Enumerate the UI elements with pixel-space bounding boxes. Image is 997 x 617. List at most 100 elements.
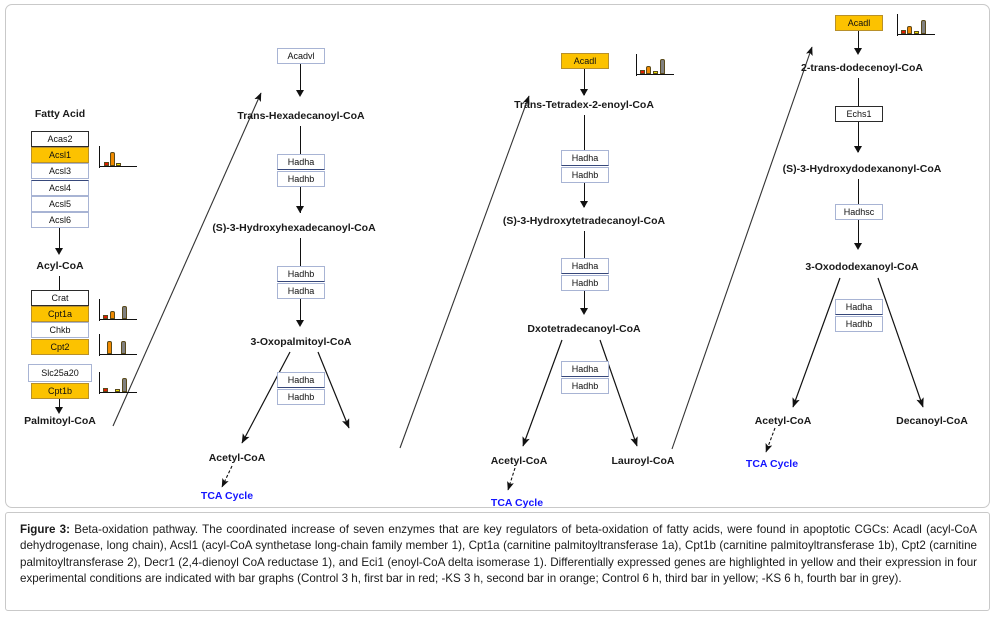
bar-control-6h bbox=[914, 31, 919, 34]
connector-c3-e2-m3 bbox=[584, 291, 586, 313]
barchart-axis-vertical bbox=[897, 14, 899, 36]
enzyme-c2-hadhb-1[interactable]: Hadhb bbox=[277, 171, 325, 187]
arrow-c4-e1-m2 bbox=[854, 146, 862, 153]
enzyme-c2-hadha-3[interactable]: Hadha bbox=[277, 372, 325, 388]
enzyme-c3-hadha-3[interactable]: Hadha bbox=[561, 361, 609, 377]
enzyme-c4-hadhsc[interactable]: Hadhsc bbox=[835, 204, 883, 220]
enzyme-acsl4[interactable]: Acsl4 bbox=[31, 180, 89, 196]
barchart-axis-horizontal bbox=[636, 73, 674, 75]
connector-c2-m1-e1 bbox=[300, 126, 302, 154]
arrow-stack1-to-acylcoa bbox=[55, 248, 63, 255]
bar-ks-3h bbox=[646, 66, 651, 74]
enzyme-c4-hadhb-3[interactable]: Hadhb bbox=[835, 316, 883, 332]
enzyme-c2-hadhb-3[interactable]: Hadhb bbox=[277, 389, 325, 405]
metabolite-s3-hydroxytetradecanoyl-coa: (S)-3-Hydroxytetradecanoyl-CoA bbox=[502, 215, 666, 227]
enzyme-cpt2[interactable]: Cpt2 bbox=[31, 339, 89, 355]
barchart-axis-vertical bbox=[99, 372, 101, 394]
enzyme-acsl3[interactable]: Acsl3 bbox=[31, 163, 89, 179]
barchart-acadl-c4 bbox=[897, 14, 939, 40]
connector-c4-m2-e2 bbox=[858, 179, 860, 204]
bar-ks-6h bbox=[121, 341, 126, 354]
barchart-axis-vertical bbox=[99, 334, 101, 356]
metabolite-acyl-coa: Acyl-CoA bbox=[36, 260, 84, 272]
enzyme-acadl-c3[interactable]: Acadl bbox=[561, 53, 609, 69]
bar-control-6h bbox=[115, 389, 120, 392]
connector-c4-m1-e1 bbox=[858, 78, 860, 106]
barchart-cpt1a bbox=[99, 299, 141, 325]
enzyme-acsl6[interactable]: Acsl6 bbox=[31, 212, 89, 228]
arrow-c4-e2-m3 bbox=[854, 243, 862, 250]
bar-ks-3h bbox=[110, 152, 115, 166]
connector-stack2-to-palmitoyl bbox=[59, 399, 61, 409]
connector-c3-m1-e1 bbox=[584, 115, 586, 150]
connector-c3-m2-e2 bbox=[584, 231, 586, 258]
enzyme-c3-hadhb-1[interactable]: Hadhb bbox=[561, 167, 609, 183]
connector-acylcoa-to-stack2 bbox=[59, 276, 61, 290]
barchart-axis-horizontal bbox=[99, 391, 137, 393]
connector-acadl-c3 bbox=[584, 69, 586, 95]
caption-container: Figure 3: Beta-oxidation pathway. The co… bbox=[5, 512, 990, 611]
arrow-stack2-to-palmitoyl bbox=[55, 407, 63, 414]
connector-acadvl bbox=[300, 64, 302, 94]
enzyme-cpt1a[interactable]: Cpt1a bbox=[31, 306, 89, 322]
metabolite-palmitoyl-coa: Palmitoyl-CoA bbox=[24, 415, 96, 427]
enzyme-c4-hadha-3[interactable]: Hadha bbox=[835, 299, 883, 315]
bar-ks-3h bbox=[110, 311, 115, 319]
tca-cycle-c3[interactable]: TCA Cycle bbox=[490, 497, 544, 509]
connector-c4-e1-m2 bbox=[858, 122, 860, 152]
connector-acadl-c4 bbox=[858, 31, 860, 53]
enzyme-c3-hadha-1[interactable]: Hadha bbox=[561, 150, 609, 166]
arrow-acadl-c4 bbox=[854, 48, 862, 55]
bar-control-3h bbox=[103, 315, 108, 319]
bar-control-6h bbox=[653, 71, 658, 74]
enzyme-acsl5[interactable]: Acsl5 bbox=[31, 196, 89, 212]
enzyme-slc25a20[interactable]: Slc25a20 bbox=[28, 364, 92, 382]
barchart-axis-horizontal bbox=[99, 165, 137, 167]
product-c4-acetyl-coa: Acetyl-CoA bbox=[754, 415, 812, 427]
figure-label: Figure 3: bbox=[20, 523, 70, 536]
bar-ks-6h bbox=[921, 20, 926, 34]
barchart-axis-horizontal bbox=[99, 318, 137, 320]
enzyme-c3-hadha-2[interactable]: Hadha bbox=[561, 258, 609, 274]
metabolite-trans-hexadecanoyl-coa: Trans-Hexadecanoyl-CoA bbox=[237, 110, 365, 122]
enzyme-crat[interactable]: Crat bbox=[31, 290, 89, 306]
bar-ks-3h bbox=[107, 341, 112, 354]
barchart-axis-horizontal bbox=[897, 33, 935, 35]
enzyme-c4-echs1[interactable]: Echs1 bbox=[835, 106, 883, 122]
enzyme-c2-hadha-2[interactable]: Hadha bbox=[277, 283, 325, 299]
product-c2-acetyl-coa: Acetyl-CoA bbox=[208, 452, 266, 464]
enzyme-acadvl[interactable]: Acadvl bbox=[277, 48, 325, 64]
bar-control-3h bbox=[103, 388, 108, 392]
connector-c4-e2-m3 bbox=[858, 220, 860, 248]
tca-cycle-c2[interactable]: TCA Cycle bbox=[200, 490, 254, 502]
enzyme-c3-hadhb-2[interactable]: Hadhb bbox=[561, 275, 609, 291]
enzyme-cpt1b[interactable]: Cpt1b bbox=[31, 383, 89, 399]
enzyme-acsl1[interactable]: Acsl1 bbox=[31, 147, 89, 163]
enzyme-chkb[interactable]: Chkb bbox=[31, 322, 89, 338]
metabolite-2-trans-dodecenoyl-coa: 2-trans-dodecenoyl-CoA bbox=[801, 62, 923, 74]
barchart-cpt2 bbox=[99, 334, 141, 360]
metabolite-3-oxopalmitoyl-coa: 3-Oxopalmitoyl-CoA bbox=[250, 336, 352, 348]
arrow-acadl-c3 bbox=[580, 89, 588, 96]
enzyme-acas2[interactable]: Acas2 bbox=[31, 131, 89, 147]
product-c3-acetyl-coa: Acetyl-CoA bbox=[490, 455, 548, 467]
enzyme-c2-hadha-1[interactable]: Hadha bbox=[277, 154, 325, 170]
metabolite-3-oxododexanoyl-coa: 3-Oxododexanoyl-CoA bbox=[805, 261, 919, 273]
arrow-c2-e1-m2 bbox=[296, 206, 304, 213]
bar-control-3h bbox=[901, 30, 906, 34]
bar-ks-3h bbox=[907, 26, 912, 34]
bar-ks-6h bbox=[122, 306, 127, 319]
figure-caption-text: Beta-oxidation pathway. The coordinated … bbox=[20, 523, 977, 586]
arrow-c3-e1-m2 bbox=[580, 201, 588, 208]
tca-cycle-c4[interactable]: TCA Cycle bbox=[745, 458, 799, 470]
arrow-c2-e2-m3 bbox=[296, 320, 304, 327]
barchart-cpt1b bbox=[99, 372, 141, 398]
bar-control-3h bbox=[104, 162, 109, 166]
enzyme-acadl-c4[interactable]: Acadl bbox=[835, 15, 883, 31]
metabolite-s3-hydroxyhexadecanoyl-coa: (S)-3-Hydroxyhexadecanoyl-CoA bbox=[212, 222, 376, 234]
figure-caption: Figure 3: Beta-oxidation pathway. The co… bbox=[20, 522, 977, 588]
enzyme-c3-hadhb-3[interactable]: Hadhb bbox=[561, 378, 609, 394]
connector-c3-e1-m2 bbox=[584, 183, 586, 207]
enzyme-c2-hadhb-2[interactable]: Hadhb bbox=[277, 266, 325, 282]
